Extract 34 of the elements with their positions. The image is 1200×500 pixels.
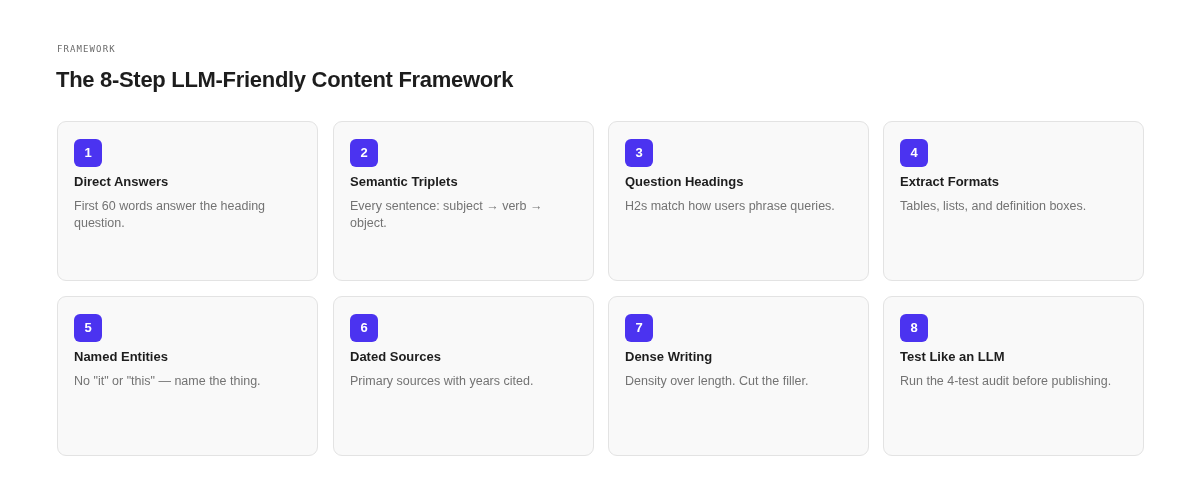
title: The 8-Step LLM-Friendly Content Framework bbox=[56, 67, 514, 93]
step-heading: Extract Formats bbox=[900, 174, 999, 190]
step-heading: Question Headings bbox=[625, 174, 744, 190]
step-card bbox=[57, 296, 318, 456]
step-card bbox=[883, 121, 1144, 281]
step-description: Run the 4-test audit before publishing. bbox=[900, 373, 1112, 390]
step-heading: Dated Sources bbox=[350, 349, 442, 365]
step-description: No "it" or "this" — name the thing. bbox=[74, 373, 261, 390]
step-description: Density over length. Cut the filler. bbox=[625, 373, 809, 390]
step-description: H2s match how users phrase queries. bbox=[625, 198, 835, 215]
step-description: Tables, lists, and definition boxes. bbox=[900, 198, 1087, 215]
step-heading: Test Like an LLM bbox=[900, 349, 1005, 365]
step-number-badge: 2 bbox=[350, 139, 378, 167]
eyebrow-label: FRAMEWORK bbox=[57, 44, 116, 55]
step-heading: Semantic Triplets bbox=[350, 174, 458, 190]
step-number-badge: 1 bbox=[74, 139, 102, 167]
step-number-badge: 4 bbox=[900, 139, 928, 167]
step-card bbox=[608, 296, 869, 456]
step-description: Every sentence: subject → verb → object. bbox=[350, 198, 544, 232]
step-number-badge: 6 bbox=[350, 314, 378, 342]
step-number-badge: 8 bbox=[900, 314, 928, 342]
step-number-badge: 3 bbox=[625, 139, 653, 167]
step-number-badge: 5 bbox=[74, 314, 102, 342]
step-number-badge: 7 bbox=[625, 314, 653, 342]
step-description: Primary sources with years cited. bbox=[350, 373, 534, 390]
step-heading: Dense Writing bbox=[625, 349, 713, 365]
step-card bbox=[608, 121, 869, 281]
step-card bbox=[333, 296, 594, 456]
step-heading: Direct Answers bbox=[74, 174, 169, 190]
step-card bbox=[57, 121, 318, 281]
step-card bbox=[883, 296, 1144, 456]
step-description: First 60 words answer the heading question. bbox=[74, 198, 267, 232]
step-heading: Named Entities bbox=[74, 349, 168, 365]
step-card bbox=[333, 121, 594, 281]
